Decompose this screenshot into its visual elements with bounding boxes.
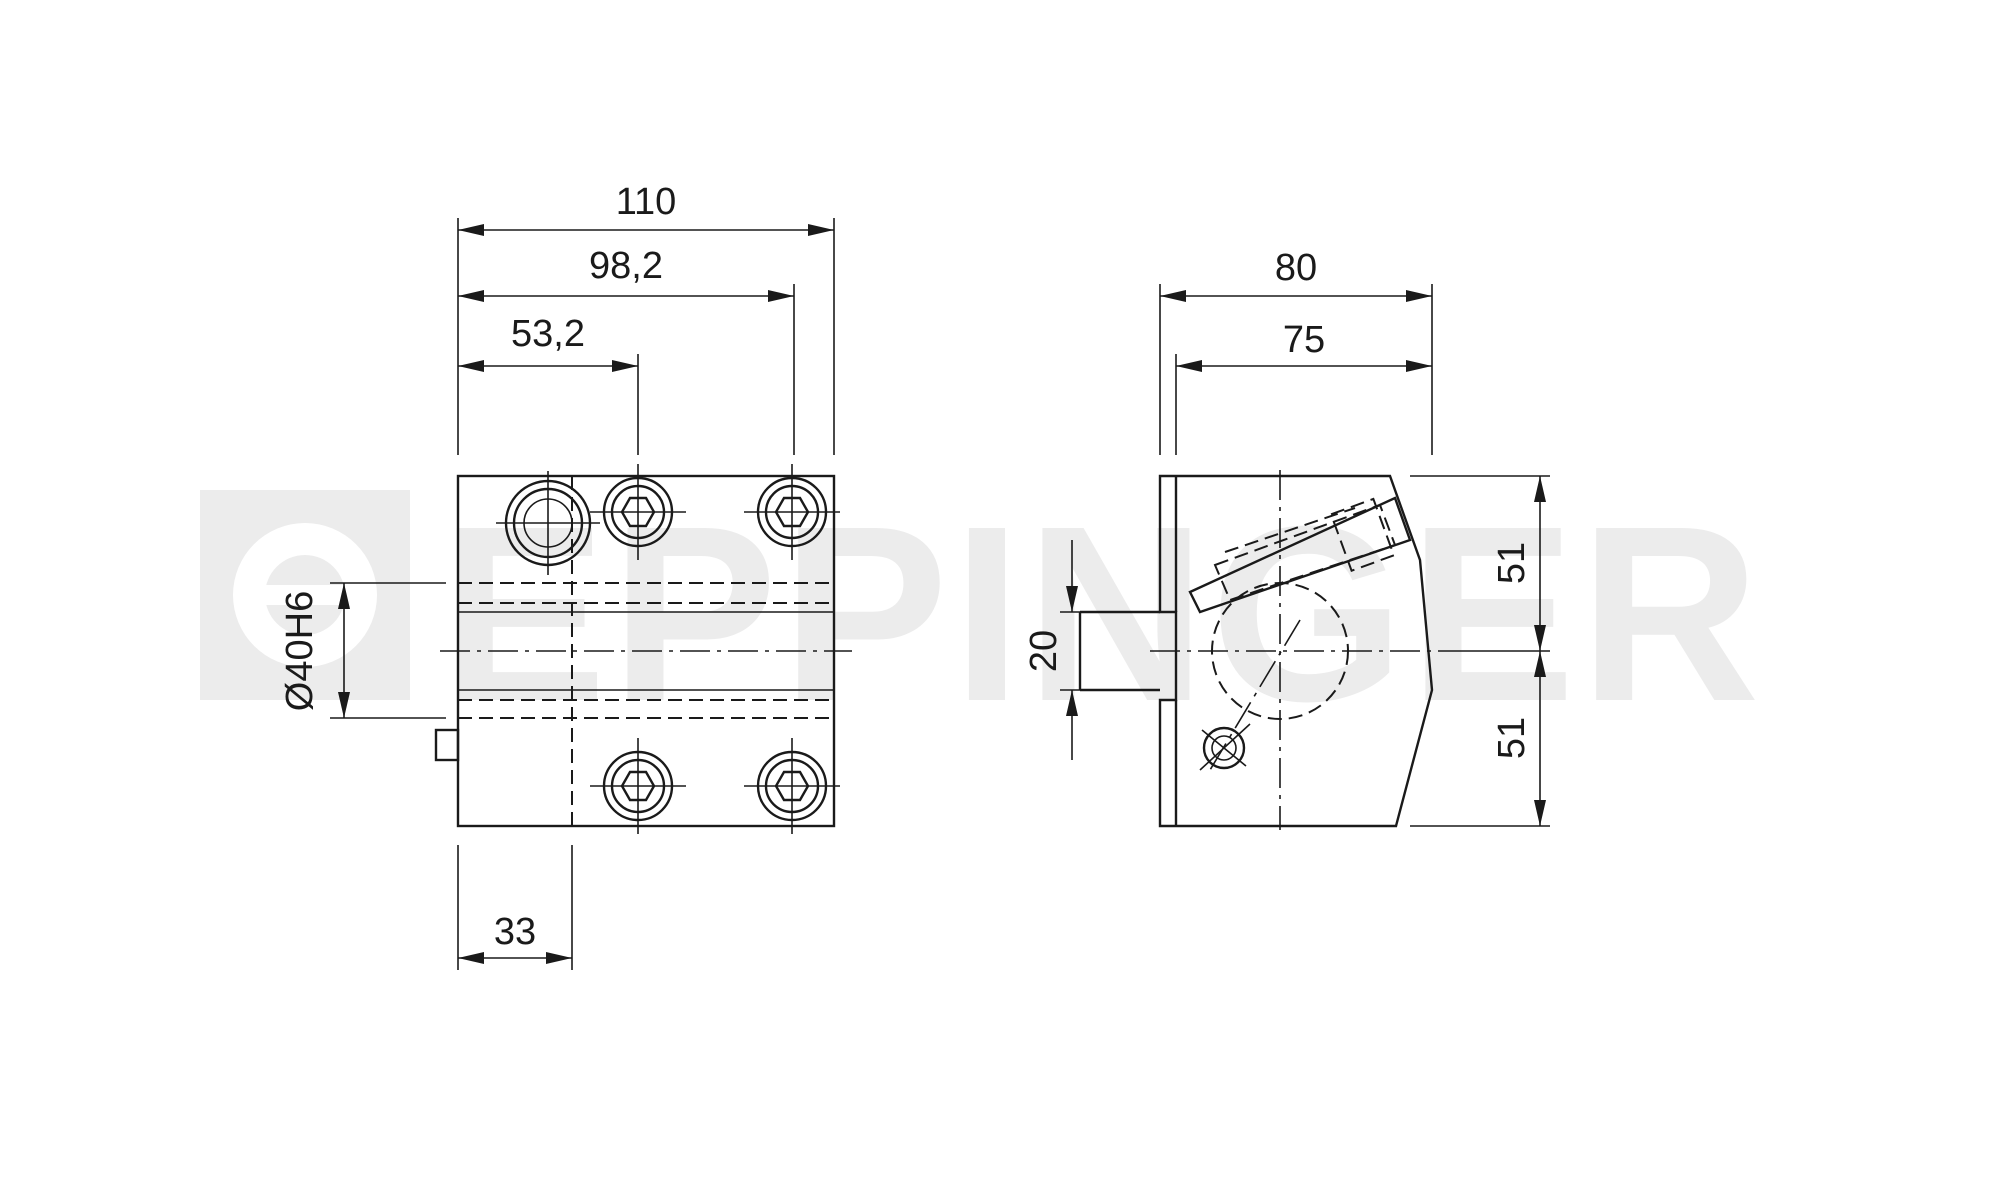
dim-label-80: 80 [1275, 247, 1317, 289]
dim-label-75: 75 [1283, 319, 1325, 361]
dim-51-lower [1534, 651, 1546, 826]
dim-bore [338, 583, 350, 718]
side-view: 80 75 51 51 20 [1023, 247, 1550, 830]
dim-label-98-2: 98,2 [589, 245, 663, 287]
side-body-outline [1158, 474, 1434, 828]
dim-53-2 [458, 360, 638, 372]
dim-label-51-lower: 51 [1491, 717, 1533, 759]
angled-clamp [1188, 496, 1412, 614]
socket-screw-top-2 [744, 464, 840, 560]
dim-75 [1176, 360, 1432, 372]
watermark: EPPINGER [200, 474, 1760, 753]
socket-screw-bottom-2 [744, 738, 840, 834]
dim-98-2 [458, 290, 794, 302]
dim-51-upper [1534, 476, 1546, 651]
dim-label-20: 20 [1023, 630, 1065, 672]
dim-label-33: 33 [494, 911, 536, 953]
dim-label-110: 110 [616, 181, 677, 223]
dim-label-53-2: 53,2 [511, 313, 585, 355]
locating-pin [434, 728, 460, 762]
dim-110 [458, 224, 834, 236]
dim-20 [1066, 540, 1078, 760]
dim-33 [458, 952, 572, 964]
dim-80 [1160, 290, 1432, 302]
clamp-screw-hole [496, 471, 600, 575]
eppinger-logo-icon [200, 490, 410, 700]
socket-screw-top-1 [590, 464, 686, 560]
front-view: 110 98,2 53,2 33 Ø40H6 [279, 181, 852, 970]
side-diagonal-centerline [1209, 619, 1301, 771]
dim-label-bore: Ø40H6 [279, 591, 321, 711]
dim-label-51-upper: 51 [1491, 542, 1533, 584]
side-small-screw [1199, 723, 1251, 771]
socket-screw-bottom-1 [590, 738, 686, 834]
